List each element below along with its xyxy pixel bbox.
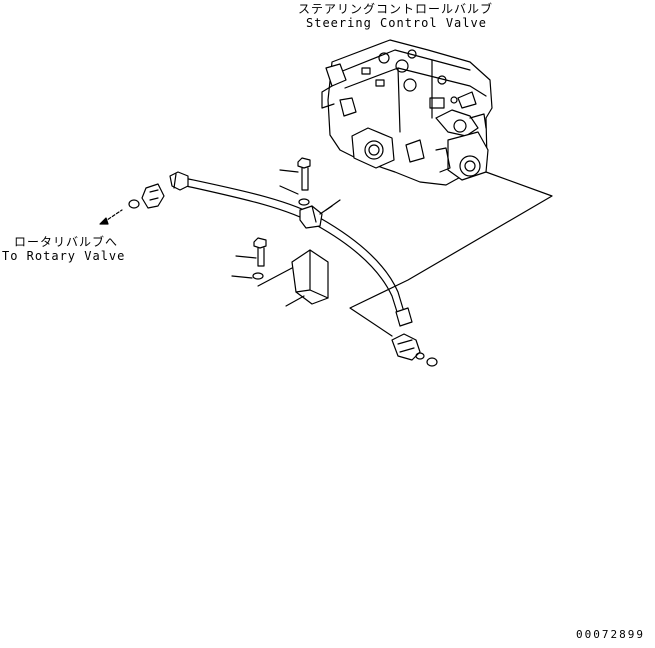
leader-lines	[349, 171, 553, 337]
clamp-assembly-lower	[231, 237, 329, 307]
clamp-assembly-upper	[279, 157, 341, 229]
rotary-label-en: To Rotary Valve	[2, 249, 126, 263]
valve-label-jp: ステアリングコントロールバルブ	[298, 2, 494, 16]
steering-control-valve	[321, 39, 493, 186]
hose-fitting-left	[99, 183, 165, 225]
valve-label-en: Steering Control Valve	[306, 16, 487, 30]
hose-fitting-right	[391, 333, 438, 367]
drawing-number: 00072899	[576, 628, 645, 641]
rotary-label-jp: ロータリバルブへ	[14, 235, 119, 249]
